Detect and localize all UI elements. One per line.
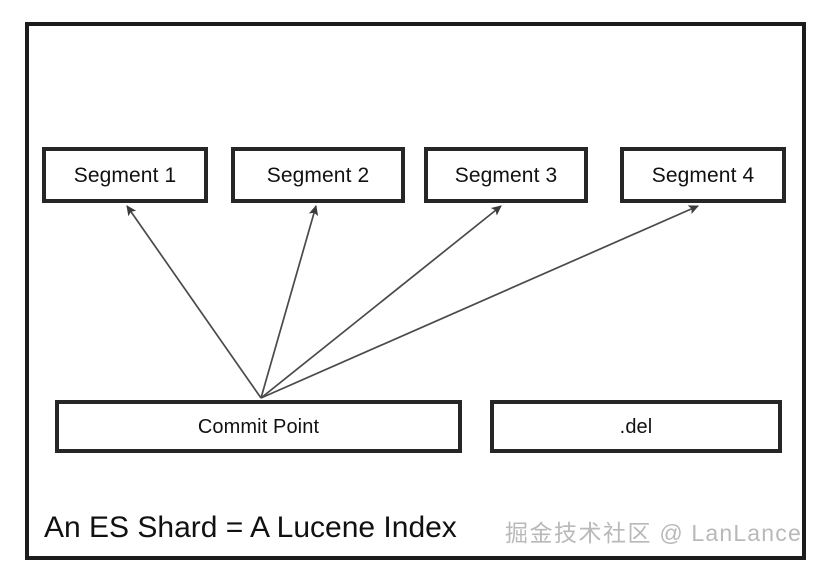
segment-box-1[interactable]: Segment 1 xyxy=(42,147,208,203)
segment-label-3: Segment 3 xyxy=(454,163,558,187)
segment-label-1: Segment 1 xyxy=(73,163,177,187)
commit-point-label: Commit Point xyxy=(197,415,320,438)
segment-label-2: Segment 2 xyxy=(266,163,370,187)
segment-box-2[interactable]: Segment 2 xyxy=(231,147,405,203)
watermark: 掘金技术社区 @ LanLance xyxy=(505,520,802,546)
segment-label-4: Segment 4 xyxy=(651,163,755,187)
segment-box-4[interactable]: Segment 4 xyxy=(620,147,786,203)
diagram-caption: An ES Shard = A Lucene Index xyxy=(44,511,457,544)
watermark-author: LanLance xyxy=(691,520,802,546)
watermark-chinese-text: 掘金技术社区 xyxy=(505,520,652,546)
watermark-separator: @ xyxy=(659,520,684,546)
del-file-label: .del xyxy=(619,415,653,438)
del-file-box[interactable]: .del xyxy=(490,400,782,453)
commit-point-box[interactable]: Commit Point xyxy=(55,400,462,453)
es-shard-frame xyxy=(25,22,806,560)
segment-box-3[interactable]: Segment 3 xyxy=(424,147,588,203)
